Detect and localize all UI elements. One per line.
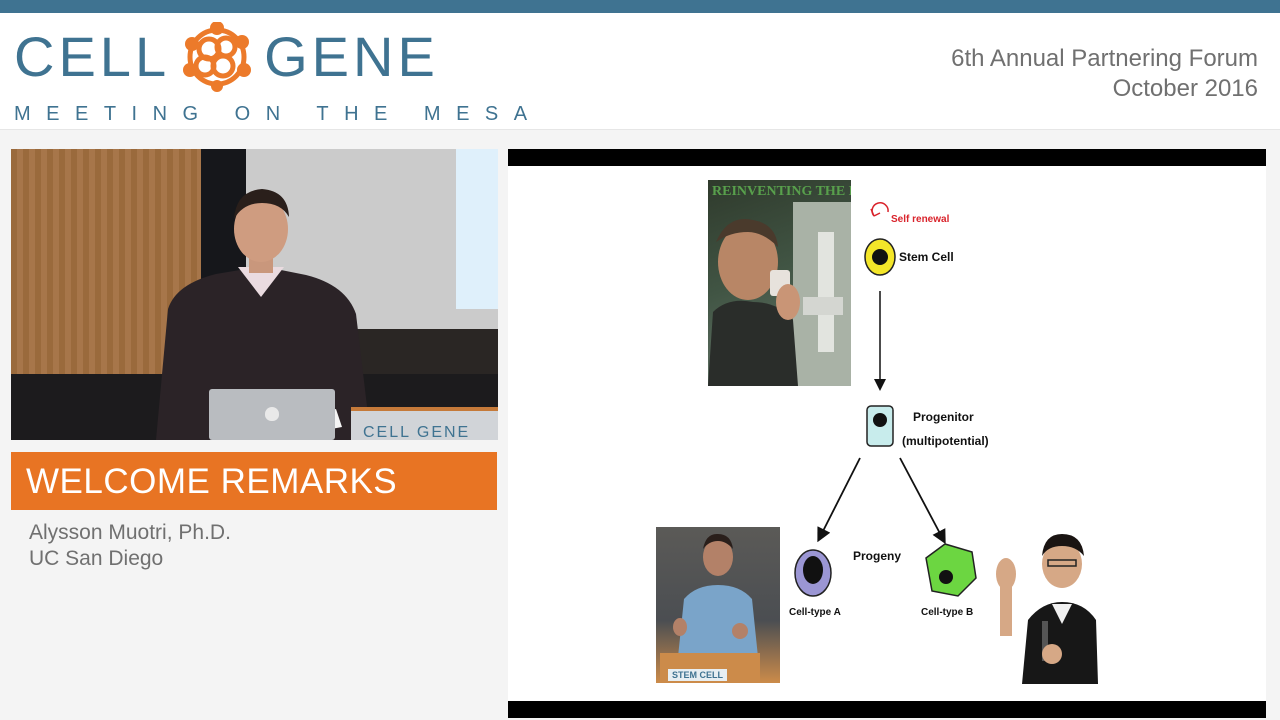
cell-cluster-logo-icon (183, 22, 252, 92)
podium-sign: CELL GENE (363, 424, 471, 440)
header-banner: CELL GENE MEETING ON THE MESA 6th Annual… (0, 13, 1280, 130)
man-speaking-image (660, 533, 760, 683)
self-renewal-arrow-icon (871, 202, 889, 217)
projection-screen-glow (456, 149, 498, 309)
presentation-slide: REINVENTING THE BRAIN (508, 166, 1266, 701)
speaker-video-frame: CELL GENE (11, 149, 498, 440)
scientist-with-microscope-image (708, 202, 851, 386)
cell-gene-logo: CELL GENE (14, 22, 439, 92)
cell-type-b-icon (925, 543, 977, 597)
laptop (209, 389, 335, 440)
speaker-name: Alysson Muotri, Ph.D. (29, 521, 231, 544)
presentation-slide-frame: REINVENTING THE BRAIN (508, 149, 1266, 718)
forum-date: October 2016 (1112, 75, 1258, 102)
self-renewal-label: Self renewal (891, 214, 950, 225)
man-gesturing-image (996, 534, 1098, 684)
logo-word-right: GENE (264, 25, 439, 88)
speaker-podium-photo: STEM CELL (656, 527, 780, 683)
stem-cell-label: Stem Cell (899, 250, 954, 264)
cell-lineage-diagram (794, 202, 977, 597)
progenitor-label: Progenitor (913, 410, 974, 424)
forum-title: 6th Annual Partnering Forum (951, 45, 1258, 72)
photo-title: REINVENTING THE BRAIN (712, 184, 851, 199)
cell-type-a-label: Cell-type A (789, 607, 841, 618)
researcher-gesturing-photo (992, 526, 1098, 684)
multipotential-label: (multipotential) (902, 434, 989, 448)
progeny-label: Progeny (853, 549, 902, 563)
logo-tagline: MEETING ON THE MESA (14, 103, 543, 125)
forum-info: 6th Annual Partnering Forum October 2016 (951, 44, 1258, 104)
top-accent-bar (0, 0, 1280, 13)
reinventing-brain-photo: REINVENTING THE BRAIN (708, 180, 851, 386)
session-title-bar: WELCOME REMARKS (11, 452, 497, 510)
apple-logo-icon (265, 407, 279, 421)
stem-cell-podium-sign: STEM CELL (668, 669, 727, 681)
podium: CELL GENE (351, 407, 498, 440)
logo-word-left: CELL (14, 25, 171, 88)
cell-type-b-label: Cell-type B (921, 607, 974, 618)
session-title: WELCOME REMARKS (26, 462, 398, 501)
speaker-info: Alysson Muotri, Ph.D. UC San Diego (29, 520, 231, 572)
speaker-affiliation: UC San Diego (29, 547, 164, 570)
